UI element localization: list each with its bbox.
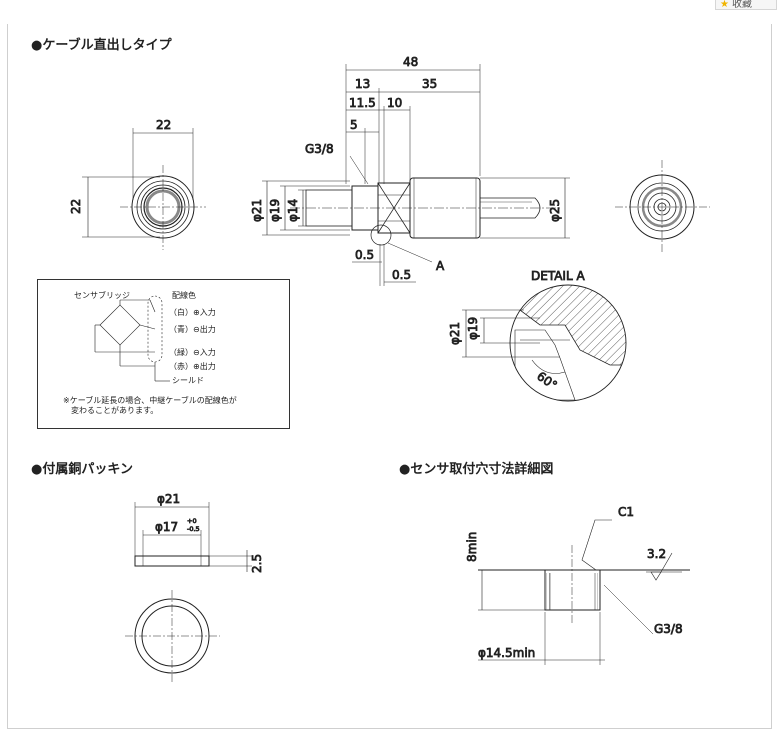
star-icon: ★ (720, 0, 729, 10)
dim-gap1: 0.5 (355, 248, 374, 262)
section-mount-hole-label: ●センサ取付穴寸法詳細図 (399, 462, 554, 477)
mount-hole-drawing (478, 519, 690, 665)
dim-13: 13 (355, 77, 370, 91)
detail-a-view (462, 284, 627, 402)
favorite-label: 收藏 (731, 0, 752, 10)
content-frame (7, 24, 772, 729)
packing-tol-plus: +0 (187, 517, 197, 525)
detail-phi19: φ19 (466, 317, 480, 340)
detail-title: DETAIL A (531, 269, 585, 283)
packing-outer-dim: φ21 (157, 492, 180, 506)
end-view (615, 160, 710, 254)
packing-drawing (125, 502, 252, 682)
color-label: 配線色 (172, 291, 196, 300)
thread-label: G3/8 (305, 142, 334, 156)
dim-11-5: 11.5 (349, 96, 376, 110)
packing-thickness-dim: 2.5 (250, 554, 264, 573)
mount-diameter: φ14.5min (478, 646, 535, 660)
wiring-note-line1: ※ケーブル延長の場合、中継ケーブルの配線色が (63, 396, 237, 405)
bridge-label: センサブリッジ (74, 291, 130, 300)
wire-white: （白）⊕入力 (169, 308, 216, 317)
wiring-box (37, 279, 290, 429)
wire-blue: （青）⊖出力 (169, 325, 216, 334)
mount-roughness: 3.2 (647, 547, 666, 561)
wire-red: （赤）⊕出力 (169, 362, 216, 371)
section-cable-type-label: ●ケーブル直出しタイプ (31, 38, 172, 53)
dim-phi21: φ21 (250, 199, 264, 222)
dim-10: 10 (387, 96, 402, 110)
wiring-note: ※ケーブル延長の場合、中継ケーブルの配線色が 変わることがあります。 (63, 396, 283, 416)
side-view (262, 64, 570, 286)
dim-phi19: φ19 (268, 199, 282, 222)
section-packing-label: ●付属銅パッキン (31, 462, 133, 477)
shield-label: シールド (172, 376, 204, 385)
section-title-cable-type: ●ケーブル直出しタイプ (31, 34, 172, 53)
section-title-packing: ●付属銅パッキン (31, 458, 133, 477)
dim-total: 48 (403, 55, 418, 69)
dim-phi25: φ25 (548, 199, 562, 222)
wire-green: （緑）⊖入力 (169, 348, 216, 357)
mount-thread: G3/8 (654, 622, 683, 636)
packing-tol-minus: -0.5 (187, 525, 200, 533)
detail-phi21: φ21 (448, 322, 462, 345)
front-height-dim: 22 (69, 199, 83, 214)
detail-marker: A (436, 259, 445, 273)
wiring-note-line2: 変わることがあります。 (71, 406, 159, 415)
dim-phi14: φ14 (286, 199, 300, 222)
dim-gap2: 0.5 (392, 268, 411, 282)
mount-depth: 8min (465, 532, 479, 562)
front-view (82, 128, 206, 250)
dim-5: 5 (350, 118, 358, 132)
front-width-dim: 22 (156, 118, 171, 132)
mount-chamfer: C1 (618, 505, 634, 519)
section-title-mount-hole: ●センサ取付穴寸法詳細図 (399, 458, 553, 477)
packing-inner-dim: φ17 (155, 520, 178, 534)
wiring-schematic (94, 295, 170, 382)
dim-35: 35 (422, 77, 437, 91)
